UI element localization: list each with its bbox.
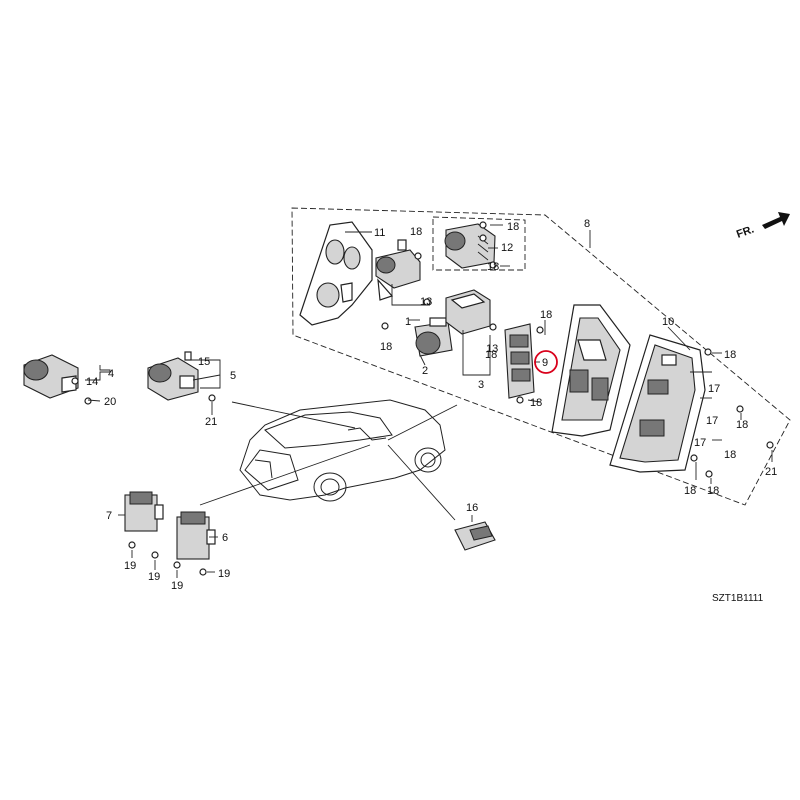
callout-14: 14 bbox=[86, 376, 98, 388]
callout-19-d: 19 bbox=[218, 568, 230, 580]
callout-15: 15 bbox=[198, 356, 210, 368]
callout-21-a: 21 bbox=[205, 416, 217, 428]
front-direction-indicator: FR. bbox=[735, 212, 790, 241]
callout-9: 9 bbox=[542, 357, 548, 369]
screw-part-14 bbox=[71, 377, 79, 385]
callout-13-b: 13 bbox=[486, 343, 498, 355]
callout-11: 11 bbox=[374, 227, 385, 239]
callout-20: 20 bbox=[104, 396, 116, 408]
callout-18-k: 18 bbox=[684, 485, 696, 497]
callout-19-c: 19 bbox=[171, 580, 183, 592]
callout-3: 3 bbox=[478, 379, 484, 391]
callout-21-b: 21 bbox=[765, 466, 777, 478]
assembly-boundary bbox=[291, 207, 791, 506]
callout-2: 2 bbox=[422, 365, 428, 377]
switch-part-1[interactable] bbox=[375, 239, 421, 301]
switch-part-6[interactable] bbox=[176, 511, 216, 560]
callout-18-e: 18 bbox=[485, 349, 497, 361]
arrow-icon bbox=[762, 212, 790, 229]
callout-18-j: 18 bbox=[724, 449, 736, 461]
callout-19-b: 19 bbox=[148, 571, 160, 583]
bolts bbox=[128, 221, 774, 576]
callout-5: 5 bbox=[230, 370, 236, 382]
car-outline bbox=[239, 399, 446, 502]
callout-labels: 11 18 18 12 18 8 13 1 18 2 13 18 3 18 9 … bbox=[86, 218, 777, 592]
callout-6: 6 bbox=[222, 532, 228, 544]
callout-1: 1 bbox=[405, 316, 411, 328]
switch-part-7[interactable] bbox=[124, 491, 164, 532]
highlight-circle bbox=[534, 350, 558, 374]
direction-label: FR. bbox=[735, 223, 756, 240]
switch-part-4[interactable] bbox=[23, 354, 79, 399]
callout-7: 7 bbox=[106, 510, 112, 522]
console-housing-part-8[interactable] bbox=[551, 304, 631, 437]
callout-18-g: 18 bbox=[530, 397, 542, 409]
callout-19-a: 19 bbox=[124, 560, 136, 572]
callout-18-f: 18 bbox=[540, 309, 552, 321]
callout-18-l: 18 bbox=[707, 485, 719, 497]
callout-18-b: 18 bbox=[507, 221, 519, 233]
callout-17-c: 17 bbox=[694, 437, 706, 449]
diagram-code: SZT1B1111 bbox=[712, 593, 764, 604]
callout-13-a: 13 bbox=[420, 296, 432, 308]
console-panel-part[interactable] bbox=[299, 221, 373, 326]
callout-18-d: 18 bbox=[380, 341, 392, 353]
knob-switch-part-2[interactable] bbox=[414, 317, 453, 357]
callout-16: 16 bbox=[466, 502, 478, 514]
leader-lines bbox=[85, 224, 773, 578]
callout-17-b: 17 bbox=[706, 415, 718, 427]
bracket-frame-part-10[interactable] bbox=[609, 334, 706, 473]
callout-4: 4 bbox=[108, 368, 114, 380]
switch-panel-part-9[interactable] bbox=[504, 323, 535, 399]
callout-18-i: 18 bbox=[736, 419, 748, 431]
callout-10: 10 bbox=[662, 316, 674, 328]
callout-12: 12 bbox=[501, 242, 513, 254]
screw-part-20 bbox=[84, 397, 92, 405]
callout-17-a: 17 bbox=[708, 383, 720, 395]
callout-18-c: 18 bbox=[487, 261, 499, 273]
switch-part-5[interactable] bbox=[147, 351, 199, 401]
switch-part-16[interactable] bbox=[454, 521, 496, 551]
callout-18-a: 18 bbox=[410, 226, 422, 238]
switch-module-part-3[interactable] bbox=[445, 289, 491, 335]
callout-18-h: 18 bbox=[724, 349, 736, 361]
callout-8: 8 bbox=[584, 218, 590, 230]
